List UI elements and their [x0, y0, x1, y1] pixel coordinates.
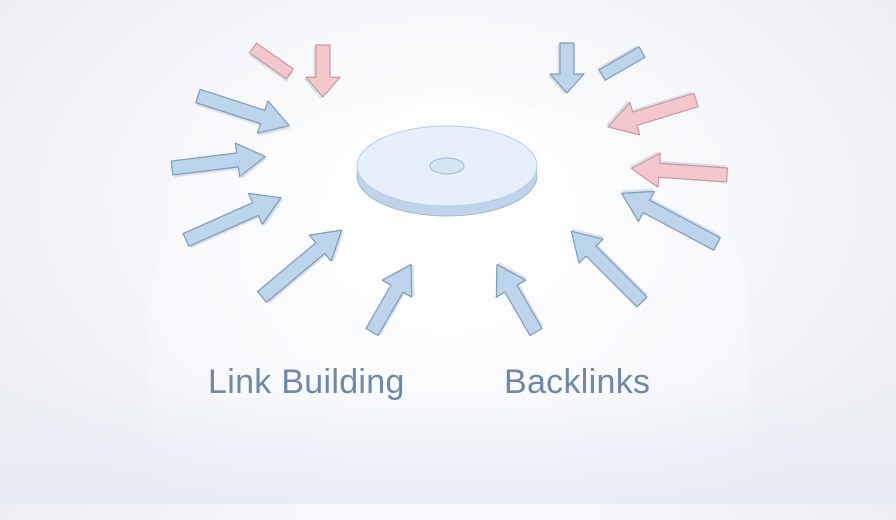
- arrow-blue-bottom-4-icon: [570, 228, 648, 308]
- bottom-fade: [0, 384, 896, 504]
- arrow-blue-bottom-2-icon: [365, 263, 415, 337]
- arrow-blue-left-2-icon: [170, 142, 268, 180]
- arrow-pink-right-2-icon: [605, 91, 699, 136]
- center-disc: [356, 125, 538, 217]
- arrow-blue-bottom-3-icon: [495, 261, 544, 337]
- label-backlinks: Backlinks: [504, 363, 651, 401]
- illustration: Link Building Backlinks: [0, 42, 896, 520]
- arrows-diagram: [170, 42, 729, 337]
- bar-blue-top-right-bar-icon: [596, 45, 646, 81]
- bar-pink-top-left-bar-icon: [248, 42, 294, 82]
- arrow-blue-top-right-down-icon: [547, 42, 585, 95]
- arrow-blue-right-1-icon: [621, 188, 721, 251]
- arrow-blue-left-3-icon: [182, 192, 284, 249]
- arrow-blue-left-1-icon: [195, 88, 290, 137]
- label-link-building: Link Building: [208, 363, 405, 401]
- arrow-blue-bottom-1-icon: [256, 229, 345, 304]
- arrow-pink-right-1-icon: [629, 150, 729, 188]
- arrow-pink-top-left-down-icon: [303, 44, 341, 99]
